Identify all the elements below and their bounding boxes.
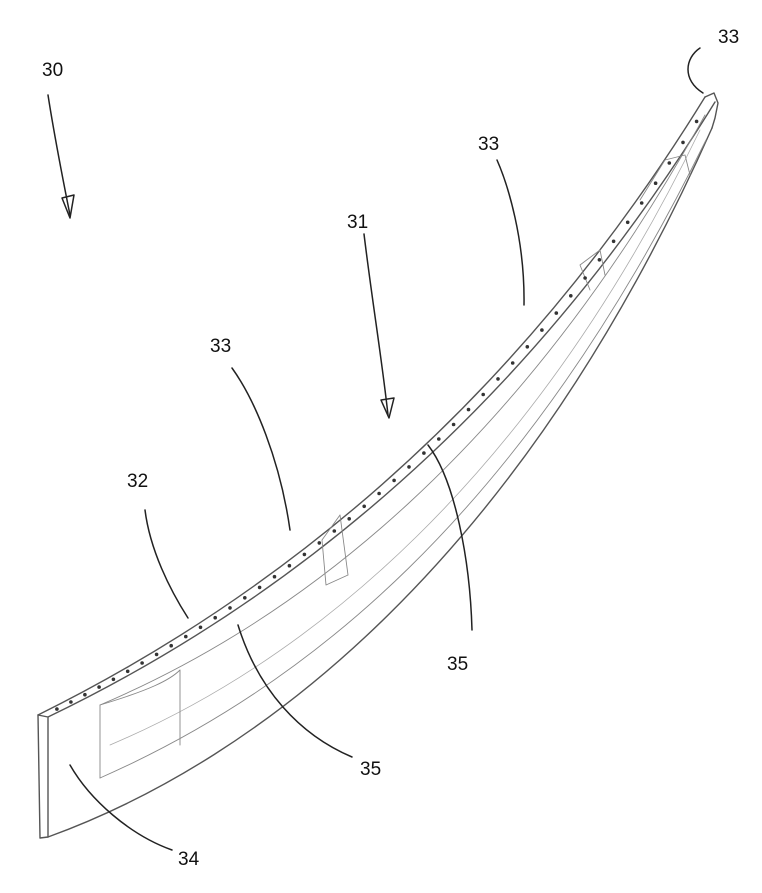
fastener-hole <box>184 634 188 639</box>
label-35-upper: 35 <box>447 654 468 675</box>
leader-32 <box>144 509 189 619</box>
leader-33-middle <box>231 367 291 531</box>
fastener-hole <box>510 361 515 365</box>
fastener-hole <box>169 643 173 648</box>
fastener-hole <box>111 677 116 682</box>
fastener-hole <box>392 478 396 483</box>
leader-35-lower <box>237 624 353 758</box>
label-34: 34 <box>178 849 200 870</box>
fastener-hole <box>681 140 685 145</box>
fastener-hole <box>213 615 217 620</box>
fastener-hole <box>257 585 262 590</box>
fastener-hole <box>639 201 644 205</box>
fastener-hole <box>583 276 587 280</box>
leader-33-upper <box>496 159 525 306</box>
fastener-hole <box>625 220 630 225</box>
pocket-right-end <box>639 154 691 201</box>
arrow-30-shaft <box>47 94 71 216</box>
fastener-holes <box>55 119 699 711</box>
fastener-hole <box>422 451 426 455</box>
fastener-hole <box>287 563 292 568</box>
leader-lines <box>69 47 704 851</box>
label-33-right: 33 <box>718 27 739 48</box>
leader-35-upper <box>427 444 473 631</box>
beam-bottom-edge <box>47 127 713 838</box>
arrows <box>47 94 395 419</box>
fastener-hole <box>347 517 352 521</box>
fastener-hole <box>198 625 203 630</box>
label-31: 31 <box>347 212 368 233</box>
reference-numerals: 30 31 32 33 33 33 35 35 34 <box>42 27 739 870</box>
fastener-hole <box>125 669 130 674</box>
pocket-lower <box>99 669 181 779</box>
fastener-hole <box>302 552 307 557</box>
leader-33-right <box>687 47 704 94</box>
fastener-hole <box>83 692 87 697</box>
label-33-upper: 33 <box>478 134 499 155</box>
label-30: 30 <box>42 60 63 81</box>
fastener-hole <box>611 239 616 244</box>
fastener-hole <box>407 465 411 469</box>
fastener-hole <box>55 707 59 711</box>
fastener-hole <box>554 311 559 315</box>
beam-body <box>37 92 719 839</box>
beam-top-front-edge <box>37 96 706 716</box>
fastener-hole <box>69 700 73 704</box>
beam-end-face <box>37 714 49 839</box>
fastener-hole <box>228 606 232 610</box>
fastener-hole <box>97 685 101 689</box>
fastener-hole <box>653 181 658 185</box>
fastener-hole <box>362 504 367 509</box>
fastener-hole <box>272 574 277 579</box>
beam-right-end <box>704 92 719 129</box>
label-32: 32 <box>127 471 148 492</box>
fastener-hole <box>540 328 544 332</box>
fastener-hole <box>667 161 672 165</box>
fastener-hole <box>377 491 381 496</box>
fastener-hole <box>597 258 602 262</box>
fastener-hole <box>243 596 247 600</box>
fastener-hole <box>569 294 573 298</box>
arrow-30-head <box>61 194 75 219</box>
beam-top-back-edge <box>47 101 716 718</box>
fastener-hole <box>525 345 530 349</box>
beam-rib-lower <box>99 139 707 779</box>
fastener-hole <box>496 377 500 381</box>
pockets <box>99 154 691 779</box>
fastener-hole <box>451 422 456 427</box>
fastener-hole <box>466 407 471 412</box>
fastener-hole <box>481 392 486 397</box>
fastener-hole <box>437 437 441 441</box>
label-33-middle: 33 <box>210 336 231 357</box>
beam-rib-upper <box>99 114 706 706</box>
arrow-31-head <box>380 397 395 419</box>
pocket-divider-left <box>321 514 349 586</box>
beam-rib-mid <box>109 129 701 746</box>
label-35-lower: 35 <box>360 759 381 780</box>
fastener-hole <box>332 529 337 533</box>
fastener-hole <box>154 652 159 657</box>
arrow-31-shaft <box>363 233 389 416</box>
fastener-hole <box>140 661 144 665</box>
fastener-hole <box>317 541 322 545</box>
fastener-hole <box>694 119 699 124</box>
leader-34 <box>69 764 173 851</box>
